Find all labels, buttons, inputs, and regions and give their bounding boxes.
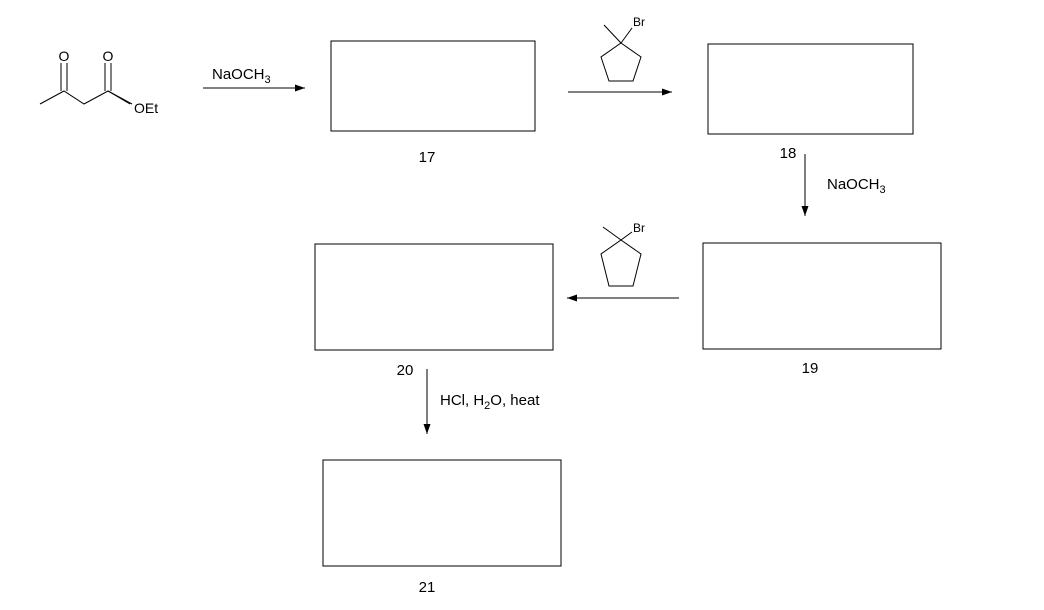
step3-reagent: NaOCH3 — [827, 176, 886, 196]
answer-box-20[interactable] — [314, 243, 554, 351]
answer-box-18[interactable] — [707, 43, 914, 135]
ketone-oxygen-label: O — [59, 48, 70, 64]
bromine-label-1: Br — [633, 15, 645, 29]
compound-number-19: 19 — [802, 360, 819, 377]
compound-number-18: 18 — [780, 145, 797, 162]
compound-number-21: 21 — [419, 579, 436, 596]
bromo-methylcyclopentane-reagent-1: Br — [600, 15, 645, 82]
answer-box-17[interactable] — [330, 40, 536, 132]
compound-number-17: 17 — [419, 149, 436, 166]
compound-number-20: 20 — [397, 362, 414, 379]
step1-reagent: NaOCH3 — [212, 66, 271, 86]
answer-box-21[interactable] — [322, 459, 562, 567]
bromine-label-2: Br — [633, 221, 645, 235]
starting-material-structure: O O OEt — [39, 48, 158, 116]
step5-reagent: HCl, H2O, heat — [440, 392, 540, 412]
ester-oxygen-label: O — [103, 48, 114, 64]
ester-group-label: OEt — [134, 100, 158, 116]
answer-box-19[interactable] — [702, 242, 942, 350]
bromo-methylcyclopentane-reagent-2: Br — [600, 221, 645, 287]
